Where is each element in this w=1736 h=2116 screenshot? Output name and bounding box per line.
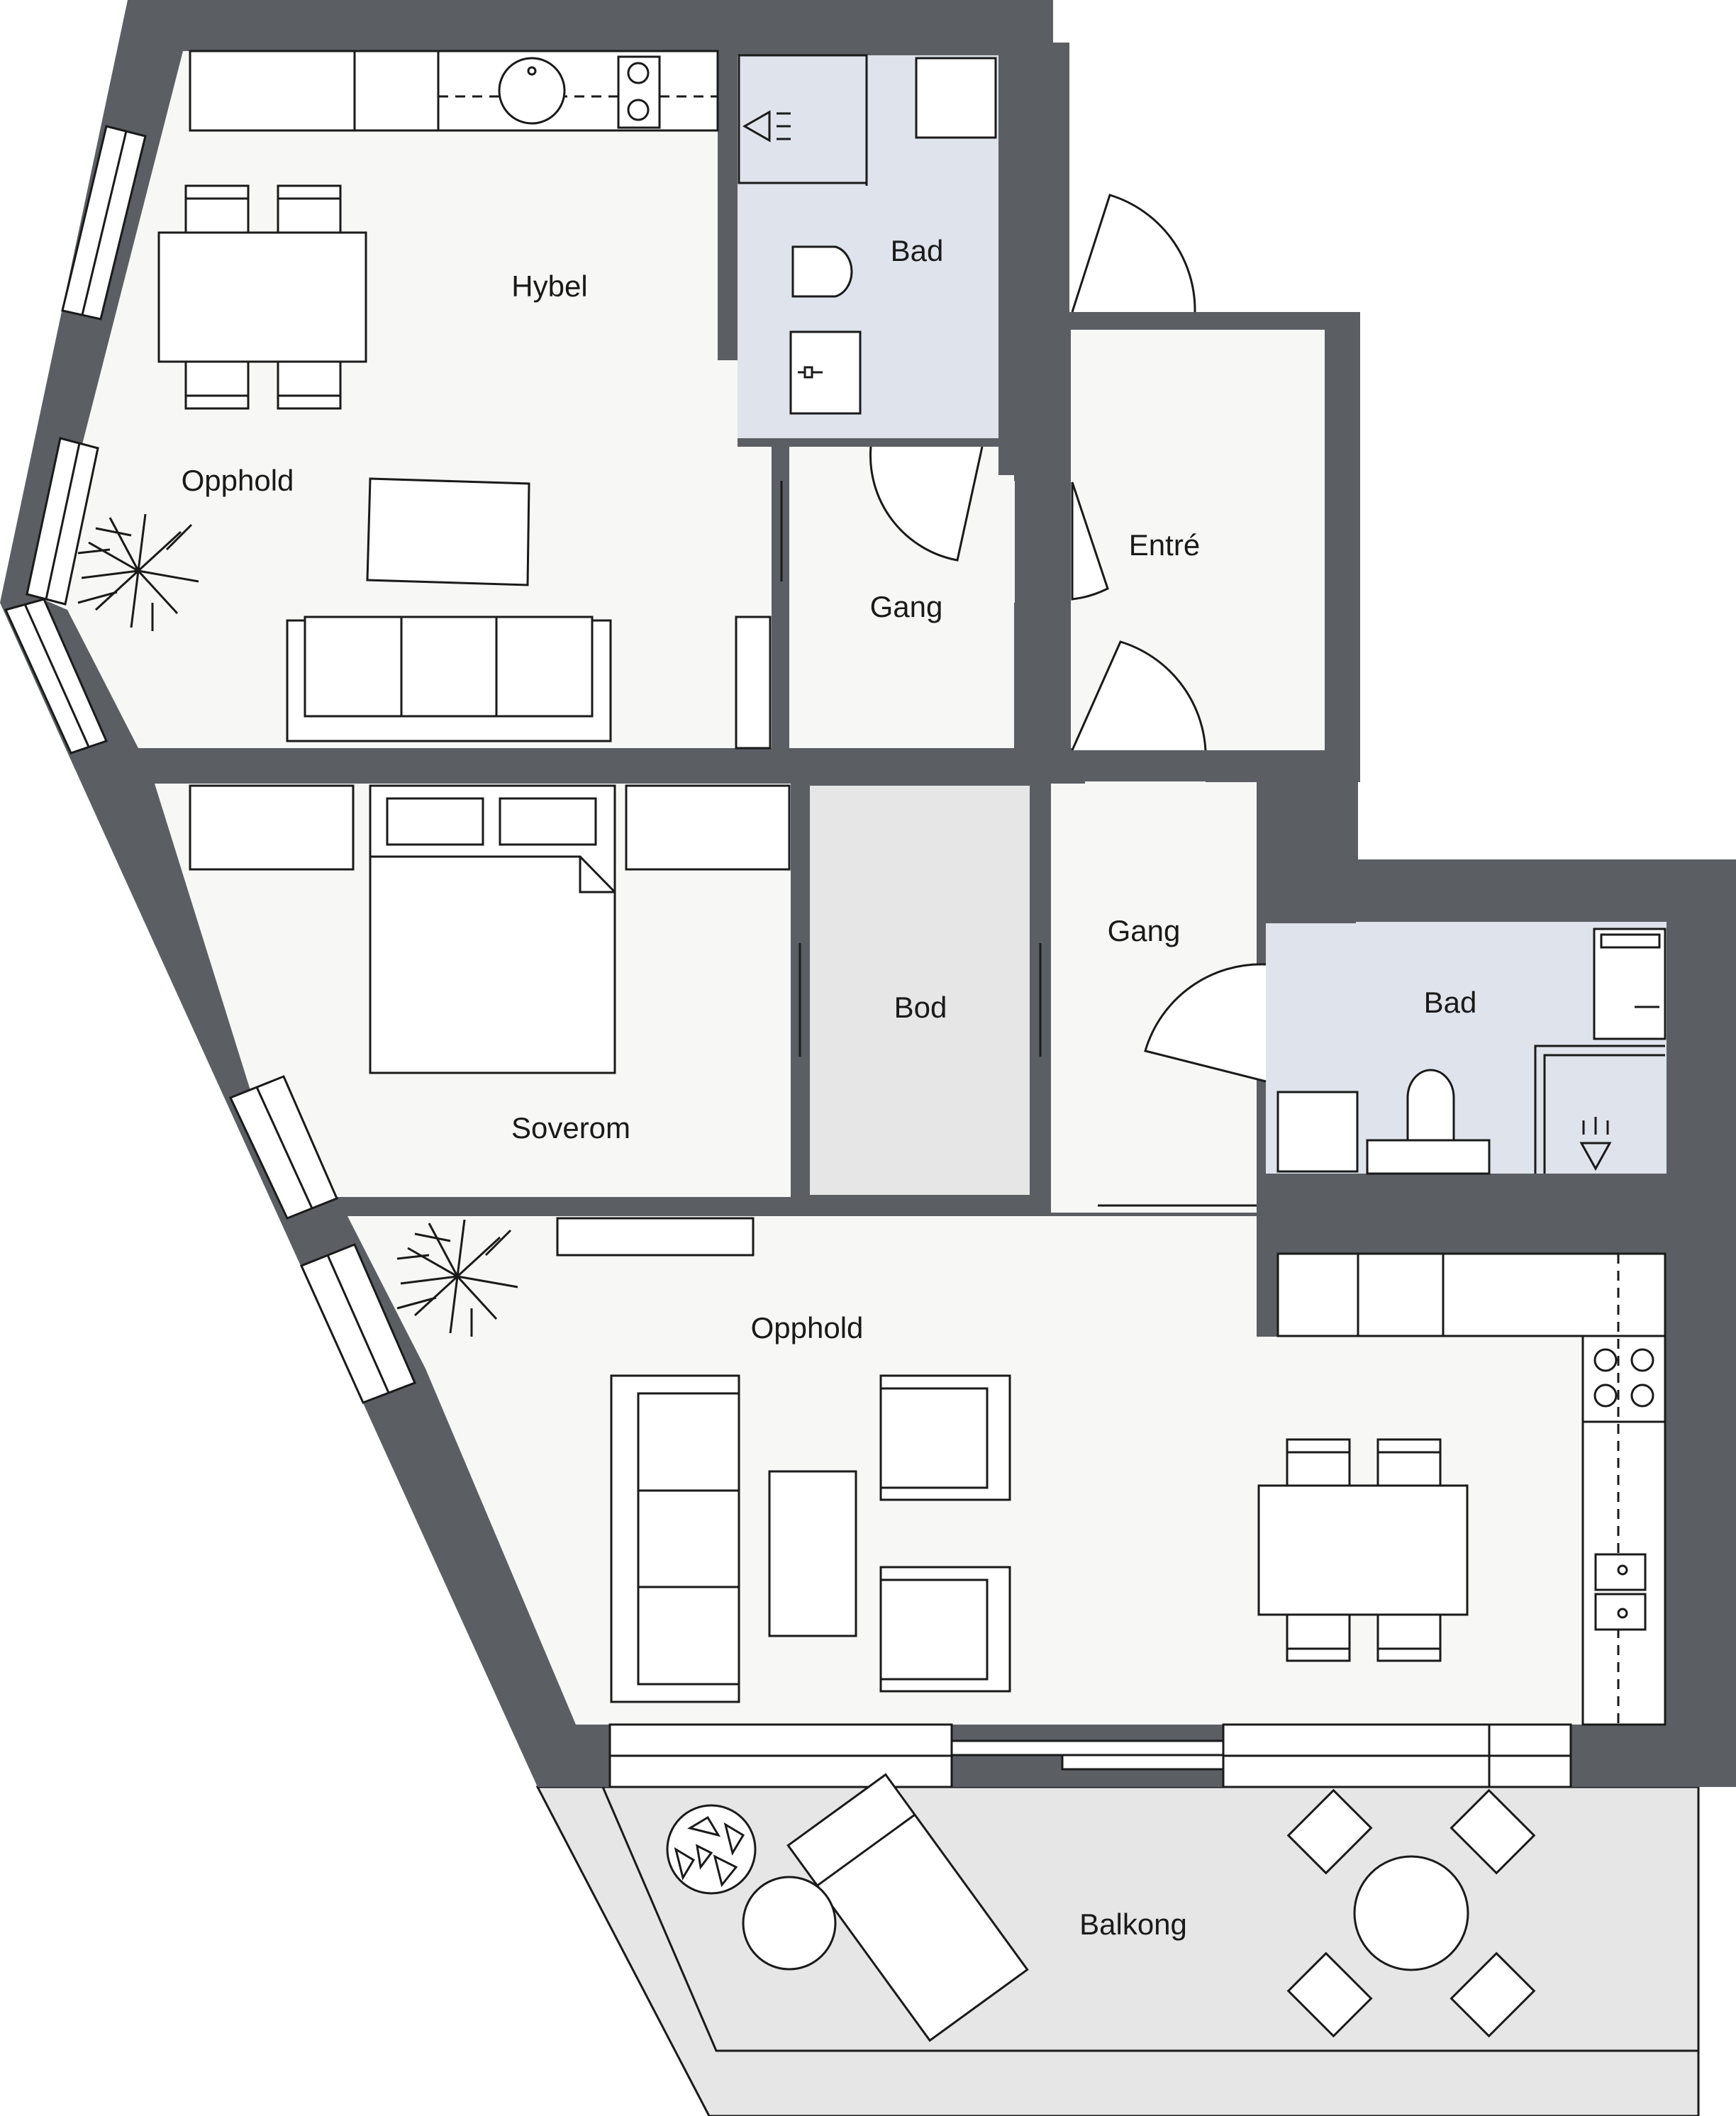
sink-main-kitchen-1	[1594, 1553, 1647, 1591]
hybel-living	[286, 477, 772, 750]
bath-hybel-fixtures	[738, 54, 997, 415]
label-hybel: Hybel	[511, 269, 587, 303]
sink-main-kitchen-2	[1594, 1593, 1647, 1631]
shower-head-main-icon	[1579, 1142, 1612, 1171]
shelf	[735, 616, 772, 750]
hybel-kitchen	[189, 50, 719, 132]
shower	[738, 54, 868, 184]
sun-lounger	[786, 1773, 1029, 2042]
label-gang-main: Gang	[1108, 914, 1181, 947]
pillow-1	[386, 797, 484, 846]
bath-main-fixtures	[1276, 928, 1667, 1175]
door-bath-hybel	[869, 446, 984, 562]
toilet-main-icon	[1406, 1069, 1455, 1142]
soverom-furniture	[189, 784, 791, 1074]
plant-icon	[77, 513, 199, 631]
door-gang-entre	[1071, 481, 1109, 601]
windows	[4, 125, 1572, 1788]
shower-head-icon	[742, 110, 771, 143]
shower-screen	[1534, 1045, 1665, 1174]
label-opphold-main: Opphold	[751, 1311, 864, 1344]
label-entre: Entré	[1129, 528, 1200, 562]
toilet-icon	[791, 245, 853, 298]
round-dining-set	[1286, 1788, 1536, 2038]
main-kitchen	[1276, 1252, 1667, 1726]
door-bath-main	[1144, 963, 1267, 1083]
washing-machine-main	[1276, 1091, 1359, 1173]
room-labels: Hybel Opphold Bad Gang Entré Soverom Bod…	[182, 234, 1477, 1941]
balcony-door	[950, 1739, 1225, 1756]
door-entrance-top	[1071, 194, 1196, 313]
balcony-furniture	[666, 1773, 1536, 2042]
label-balkong: Balkong	[1079, 1908, 1187, 1941]
label-gang-hybel: Gang	[870, 590, 943, 623]
wardrobe-right	[625, 784, 791, 871]
cooktop-icon	[617, 55, 661, 129]
toilet-cistern	[1366, 1139, 1491, 1175]
label-bod: Bod	[894, 991, 947, 1024]
dining-table-main	[1257, 1484, 1469, 1616]
label-soverom: Soverom	[511, 1111, 630, 1145]
plant-icon-main	[396, 1219, 518, 1337]
floor-bod	[810, 786, 1030, 1195]
floor-entre	[1071, 330, 1325, 750]
coffee-table-main	[768, 1470, 857, 1637]
cooktop-main-icon	[1593, 1348, 1618, 1372]
interior-walls	[142, 43, 1665, 1337]
doors	[780, 194, 1267, 1207]
dining-table	[157, 231, 367, 363]
pillow-2	[499, 797, 597, 846]
door-entre-lower	[1071, 640, 1207, 751]
wardrobe-left	[189, 784, 355, 871]
washing-machine	[915, 57, 997, 139]
main-living-furniture	[556, 1217, 1469, 1703]
tv-bench	[556, 1217, 755, 1257]
sink-icon	[498, 57, 566, 125]
label-bad-hybel: Bad	[891, 234, 944, 267]
label-bad-main: Bad	[1424, 986, 1477, 1019]
side-table	[742, 1876, 837, 1971]
coffee-table	[366, 477, 530, 586]
label-opphold-hybel: Opphold	[182, 464, 294, 497]
plant-balcony-icon	[666, 1804, 757, 1895]
hybel-dining	[157, 184, 367, 410]
